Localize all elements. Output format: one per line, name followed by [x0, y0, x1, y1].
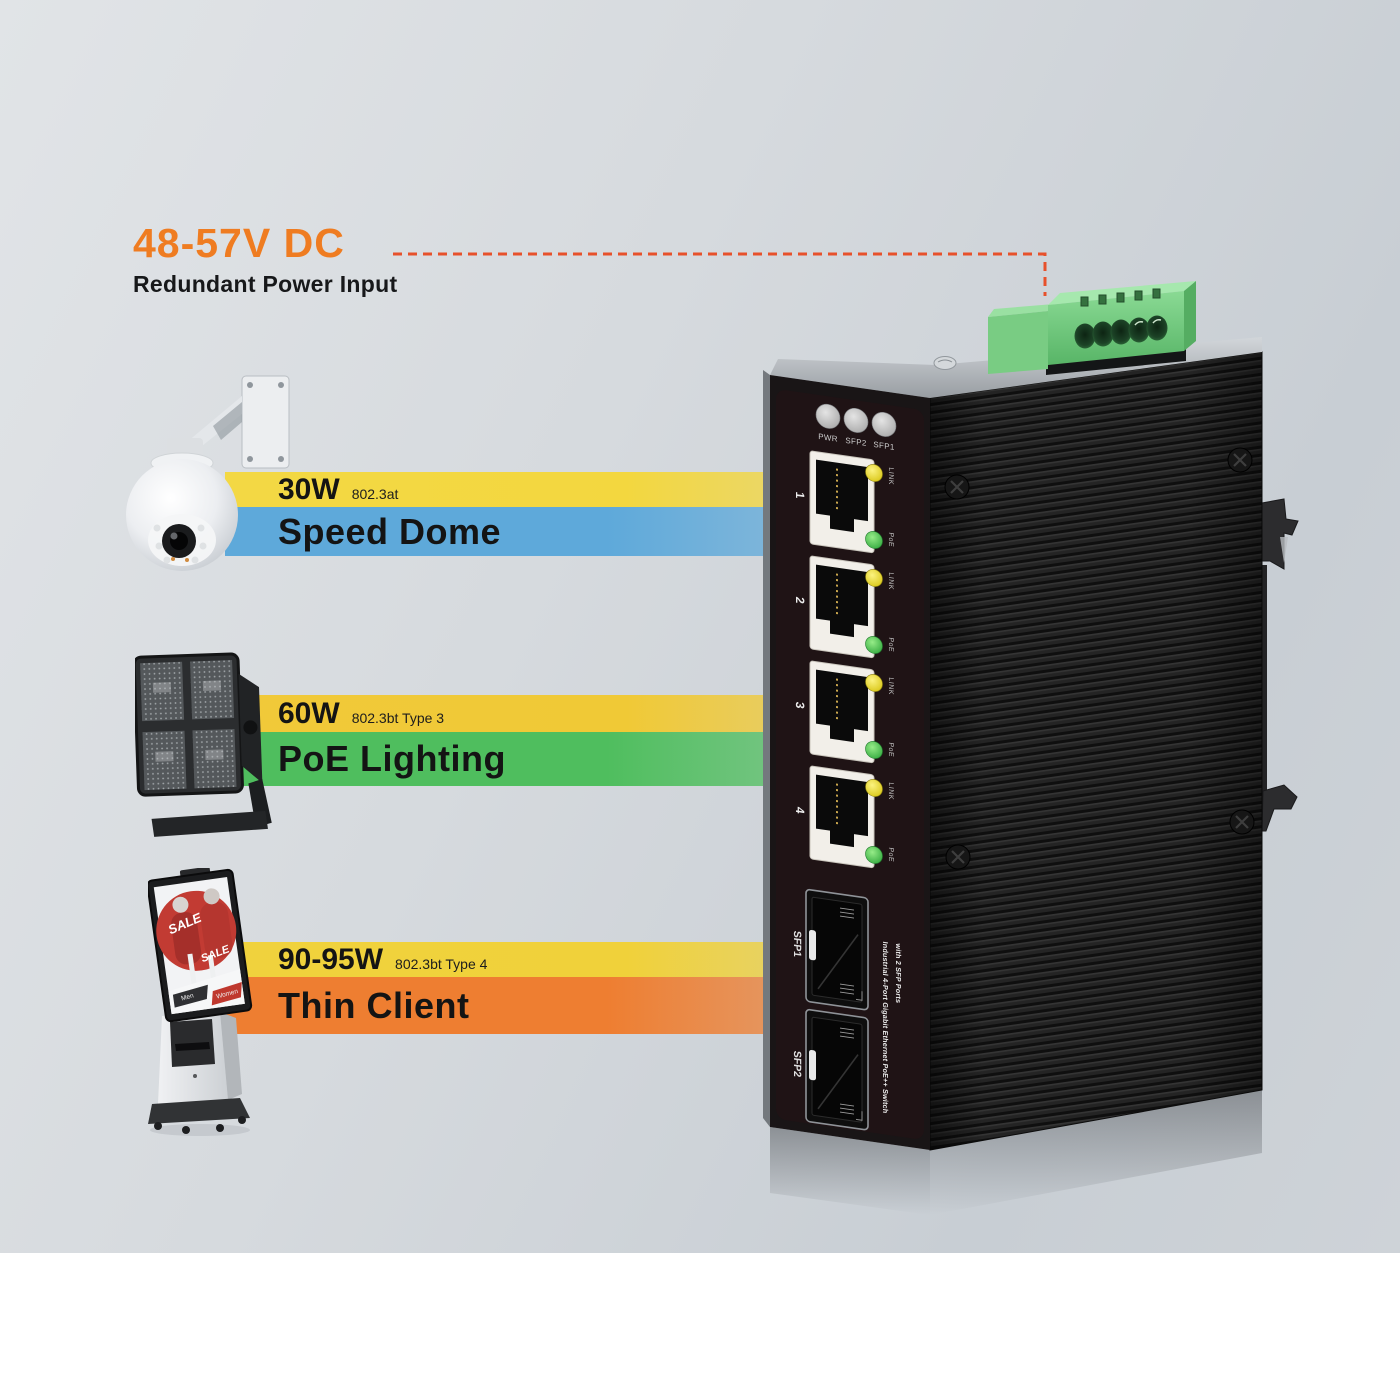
sfp1-led: [871, 412, 897, 437]
product-description-line1: Industrial 4-Port Gigabit Ethernet PoE++…: [881, 941, 890, 1114]
sfp1-latch: [809, 929, 816, 961]
port-3-poe-label: PoE: [887, 742, 894, 758]
thin-client-standard: 802.3bt Type 4: [395, 956, 488, 972]
port-3-poe-led: [865, 741, 883, 759]
port-3-link-label: LINK: [887, 677, 894, 696]
port-2-link-label: LINK: [887, 572, 894, 591]
din-clip-lower: [1261, 784, 1298, 832]
speed-dome-power: 30W: [278, 473, 340, 506]
sfp2-led-label: SFP2: [845, 436, 866, 448]
rj45-jack: [816, 669, 868, 743]
poe-lighting-image: [135, 652, 272, 837]
led-panel: [192, 728, 237, 789]
flood-light-bracket: [151, 673, 272, 837]
port-3-link-led: [865, 674, 883, 692]
sfp-cage-1: SFP1: [791, 888, 869, 1011]
speed-dome-standard: 802.3at: [351, 486, 399, 502]
reflection: [930, 1090, 1262, 1215]
switch-side-panel: [929, 351, 1263, 1151]
poe-lighting-power: 60W: [278, 697, 340, 730]
power-callout: 48-57V DC Redundant Power Input: [133, 220, 397, 298]
kiosk-base-plate: [148, 1098, 250, 1124]
poe-switch-image: PWR SFP2 SFP1 1 LINK PoE 2: [763, 281, 1299, 1215]
pwr-led: [815, 403, 841, 429]
product-description-line2: with 2 SFP Ports: [894, 942, 903, 1004]
sfp2-led: [843, 407, 869, 433]
kiosk-screen: SALE SALE Men Women: [148, 868, 253, 1023]
led-panel: [140, 661, 185, 722]
thin-client-kiosk-image: SALE SALE Men Women: [148, 868, 253, 1136]
port-4-link-led: [865, 779, 883, 797]
power-callout-subtitle: Redundant Power Input: [133, 271, 398, 297]
thin-client-name: Thin Client: [278, 985, 470, 1026]
poe-lighting-name: PoE Lighting: [278, 738, 506, 779]
kiosk-men-label: Men: [181, 992, 195, 1002]
sfp-cage-2: SFP2: [791, 1008, 869, 1131]
rj45-jack: [816, 774, 868, 848]
sfp1-led-label: SFP1: [873, 440, 894, 452]
speed-dome-camera-image: [126, 375, 290, 571]
camera-dome: [126, 452, 238, 571]
camera-lens: [162, 524, 196, 558]
callout-dashed-line: [393, 252, 1047, 296]
switch-front-panel: PWR SFP2 SFP1 1 LINK PoE 2: [770, 375, 930, 1151]
thin-client-power: 90-95W: [278, 943, 384, 976]
dashed-connector-line: [393, 252, 1047, 296]
port-2-poe-label: PoE: [887, 637, 894, 653]
port-2-link-led: [865, 569, 883, 587]
photo-background: 48-57V DC Redundant Power Input 30W 802.…: [0, 0, 1400, 1253]
port-4-number: 4: [793, 806, 807, 815]
power-callout-title: 48-57V DC: [133, 220, 345, 266]
din-rail-mount: [1261, 498, 1299, 832]
port-4-link-label: LINK: [887, 782, 894, 801]
sfp2-latch: [809, 1049, 816, 1081]
rj45-jack: [816, 564, 868, 638]
din-clip-upper: [1261, 498, 1299, 570]
grounding-screw: [933, 356, 957, 370]
port-1-link-label: LINK: [887, 467, 894, 486]
port-2-poe-led: [865, 636, 883, 654]
sfp1-label: SFP1: [791, 930, 803, 958]
led-panel: [190, 660, 235, 720]
kiosk-printer-slot: [175, 1042, 210, 1051]
flood-light-body: [135, 652, 272, 837]
poe-lighting-standard: 802.3bt Type 3: [351, 710, 445, 726]
kiosk-screen-content: SALE SALE Men Women: [156, 888, 245, 1015]
kiosk-base: [148, 1012, 250, 1134]
status-leds: PWR SFP2 SFP1: [815, 403, 897, 452]
port-1-link-led: [865, 464, 883, 482]
rj45-jack: [816, 459, 868, 533]
kiosk-men-button: [172, 984, 208, 1008]
port-4-poe-led: [865, 846, 883, 864]
rj45-port-1: 1 LINK PoE: [793, 450, 894, 554]
sfp2-label: SFP2: [791, 1050, 803, 1078]
reflection: [770, 1127, 930, 1215]
terminal-screw-holes: [1074, 315, 1168, 349]
rj45-port-4: 4 LINK PoE: [793, 765, 894, 869]
kiosk-shadow: [150, 1124, 250, 1136]
camera-ir-leds: [153, 524, 207, 564]
port-4-poe-label: PoE: [887, 847, 894, 863]
rj45-port-3: 3 LINK PoE: [793, 660, 894, 764]
terminal-slots: [1080, 288, 1161, 307]
port-2-number: 2: [793, 596, 807, 605]
port-1-number: 1: [793, 491, 807, 500]
speed-dome-name: Speed Dome: [278, 511, 502, 552]
port-1-poe-led: [865, 531, 883, 549]
pwr-led-label: PWR: [818, 432, 838, 444]
port-1-poe-label: PoE: [887, 532, 894, 548]
led-panel: [142, 730, 187, 791]
kiosk-women-button: [211, 981, 242, 1006]
side-screws: [944, 447, 1255, 870]
front-edge-bevel: [763, 370, 770, 1127]
port-3-number: 3: [793, 701, 807, 710]
rj45-port-2: 2 LINK PoE: [793, 555, 894, 659]
power-terminal-block: [988, 281, 1196, 375]
